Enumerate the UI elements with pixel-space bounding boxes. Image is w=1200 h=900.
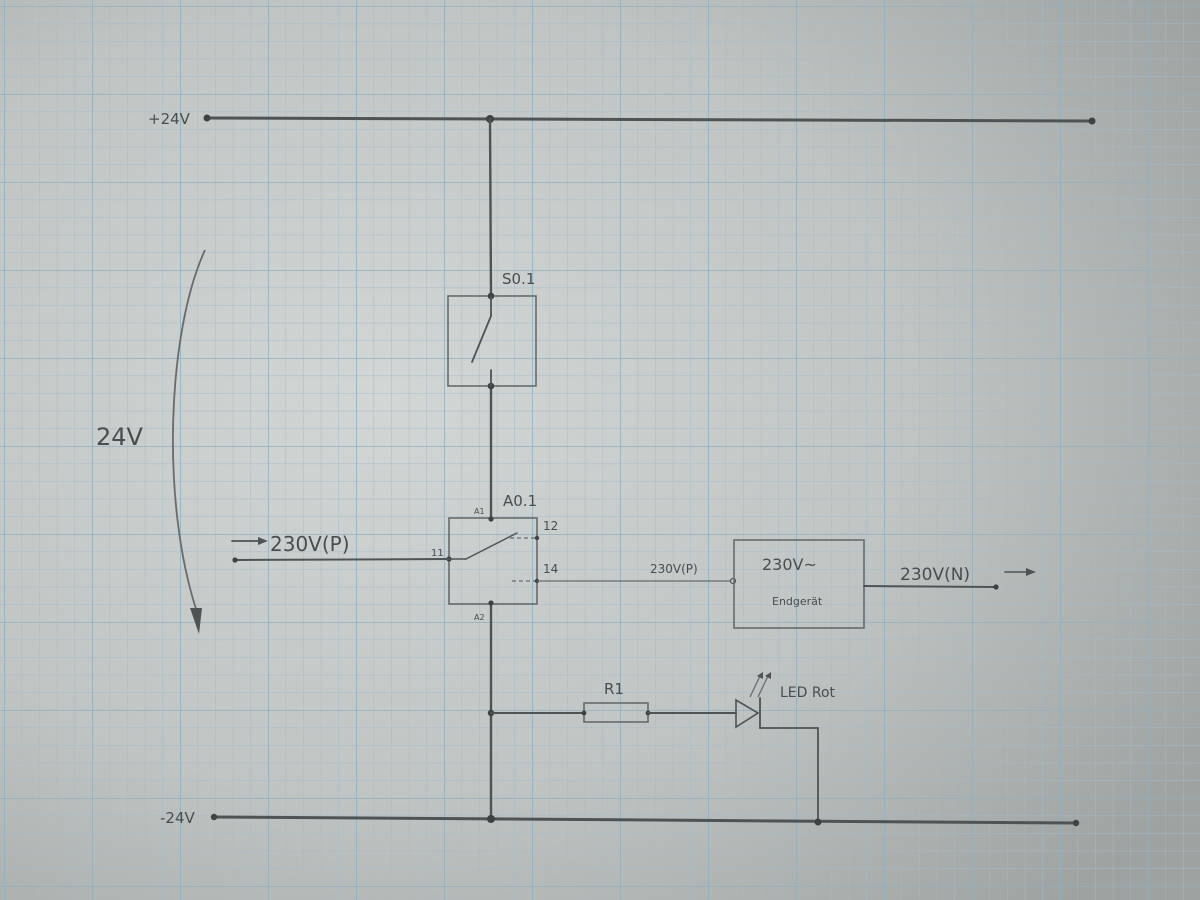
led-indicator-branch: R1 LED Rot: [487, 672, 836, 824]
voltage-arrow-label: 24V: [96, 423, 144, 451]
neutral-output-label: 230V(N): [900, 565, 970, 585]
switch-label: S0.1: [502, 270, 535, 288]
led-label: LED Rot: [780, 685, 836, 701]
phase-input-label: 230V(P): [270, 532, 350, 556]
resistor-label: R1: [604, 680, 624, 698]
load-voltage: 230V~: [762, 555, 817, 574]
load-name: Endgerät: [772, 595, 823, 608]
load-phase-label: 230V(P): [650, 562, 698, 576]
relay-label: A0.1: [503, 492, 537, 510]
load-device: 230V~ Endgerät: [733, 539, 865, 629]
positive-rail: +24V: [148, 110, 1096, 128]
relay-pin-11: 11: [431, 548, 444, 559]
voltage-arrow: 24V: [96, 249, 206, 634]
positive-rail-label: +24V: [148, 110, 191, 128]
relay-pin-a2: A2: [474, 613, 485, 622]
relay-a01: A0.1 A1 A2 11 12 14: [431, 492, 558, 622]
negative-rail-label: -24V: [160, 809, 195, 827]
switch-s01: S0.1: [447, 270, 537, 390]
relay-pin-a1: A1: [474, 507, 485, 516]
neutral-output: 230V(N): [863, 565, 1036, 590]
relay-pin-12: 12: [543, 519, 558, 533]
led-diode-icon: [735, 698, 760, 729]
phase-input: 230V(P): [231, 532, 450, 563]
arrow-head-icon: [190, 608, 202, 634]
negative-rail: -24V: [160, 809, 1080, 827]
relay-pin-14: 14: [543, 562, 558, 576]
